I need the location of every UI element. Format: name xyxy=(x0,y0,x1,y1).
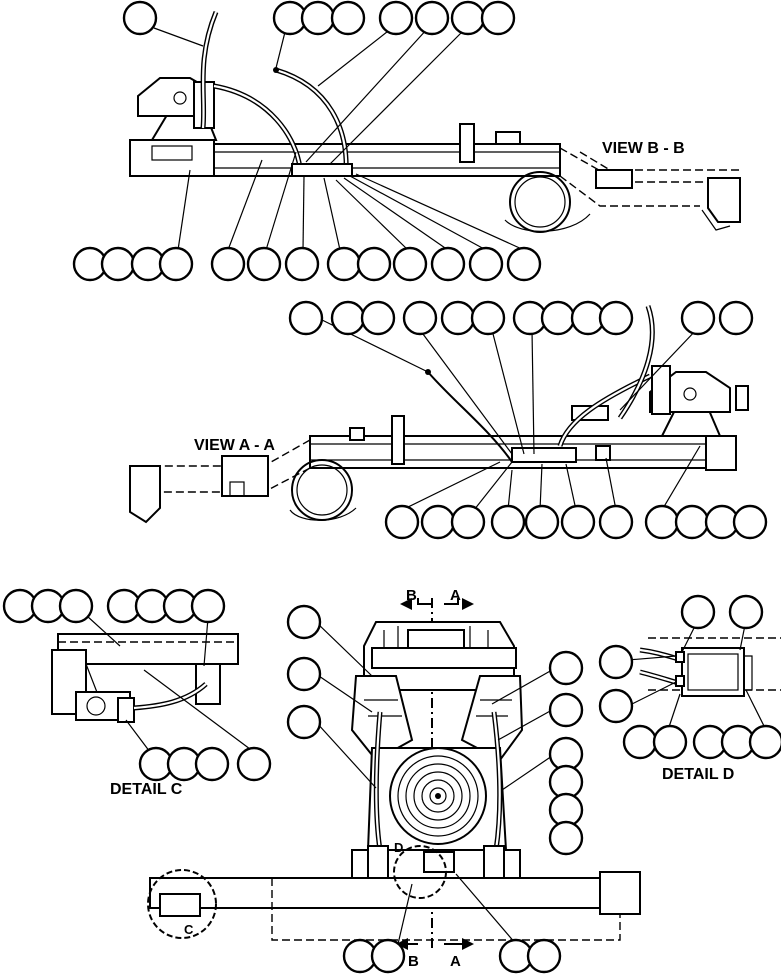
callout-bubble xyxy=(440,300,476,336)
detail-d-reference: D xyxy=(394,840,403,855)
callout-bubble xyxy=(190,588,226,624)
detail-c-callouts xyxy=(2,588,272,782)
callout-bubble xyxy=(680,594,716,630)
callout-bubble xyxy=(236,746,272,782)
view-a-a-frame xyxy=(129,305,749,524)
callout-bubble xyxy=(548,692,584,728)
callout-bubble xyxy=(548,650,584,686)
callout-bubble xyxy=(430,246,466,282)
callout-bubble xyxy=(384,504,420,540)
callout-bubble xyxy=(468,246,504,282)
callout-bubble xyxy=(598,300,634,336)
callout-bubble xyxy=(246,246,282,282)
callout-bubble xyxy=(674,504,710,540)
section-marker-a-bottom: A xyxy=(450,953,461,970)
section-marker-b-bottom: B xyxy=(408,953,419,970)
view-b-b-callout-lines xyxy=(153,27,525,251)
callout-bubble xyxy=(506,246,542,282)
engine-callout-lines xyxy=(315,621,553,945)
engine-assembly-drawing xyxy=(147,598,641,950)
callout-bubble xyxy=(470,300,506,336)
callout-bubble xyxy=(378,0,414,36)
callout-bubble xyxy=(490,504,526,540)
callout-bubble xyxy=(100,246,136,282)
view-a-a-callouts xyxy=(288,300,768,540)
view-a-a-callout-lines xyxy=(317,317,701,511)
detail-d-callout-lines xyxy=(627,619,767,731)
callout-bubble xyxy=(718,300,754,336)
section-marker-a-top: A xyxy=(450,587,461,604)
callout-bubble xyxy=(680,300,716,336)
callout-bubble xyxy=(194,746,230,782)
callout-bubble xyxy=(748,724,781,760)
callout-bubble xyxy=(598,688,634,724)
callout-bubble xyxy=(370,938,406,974)
callout-bubble xyxy=(644,504,680,540)
callout-bubble xyxy=(598,504,634,540)
callout-bubble xyxy=(122,0,158,36)
callout-bubble xyxy=(286,604,322,640)
callout-bubble xyxy=(728,594,764,630)
detail-c-drawing xyxy=(51,633,239,723)
view-b-b-frame xyxy=(129,11,741,233)
callout-bubble xyxy=(330,0,366,36)
detail-d-callouts xyxy=(598,594,781,760)
callout-bubble xyxy=(560,504,596,540)
callout-bubble xyxy=(548,820,584,856)
callout-bubble xyxy=(732,504,768,540)
view-a-a-title: VIEW A - A xyxy=(194,437,275,454)
callout-bubble xyxy=(540,300,576,336)
detail-c-callout-lines xyxy=(75,605,255,753)
callout-bubble xyxy=(414,0,450,36)
callout-bubble xyxy=(286,704,322,740)
callout-bubble xyxy=(356,246,392,282)
callout-bubble xyxy=(300,0,336,36)
callout-bubble xyxy=(286,656,322,692)
callout-bubble xyxy=(284,246,320,282)
callout-bubble xyxy=(210,246,246,282)
callout-bubble xyxy=(288,300,324,336)
callout-bubble xyxy=(392,246,428,282)
callout-bubble xyxy=(58,588,94,624)
callout-bubble xyxy=(598,644,634,680)
callout-bubble xyxy=(402,300,438,336)
callout-bubble xyxy=(450,0,486,36)
callout-bubble xyxy=(158,246,194,282)
detail-c-title: DETAIL C xyxy=(110,781,183,798)
callout-bubble xyxy=(330,300,366,336)
detail-d-title: DETAIL D xyxy=(662,766,734,783)
callout-bubble xyxy=(420,504,456,540)
detail-d-drawing xyxy=(639,637,781,697)
section-marker-b-top: B xyxy=(406,587,417,604)
callout-bubble xyxy=(622,724,658,760)
view-b-b-title: VIEW B - B xyxy=(602,140,685,157)
view-b-b-callouts xyxy=(72,0,542,282)
engine-callouts xyxy=(286,604,584,974)
detail-c-reference: C xyxy=(184,922,194,937)
callout-bubble xyxy=(652,724,688,760)
callout-bubble xyxy=(480,0,516,36)
callout-bubble xyxy=(450,504,486,540)
callout-bubble xyxy=(360,300,396,336)
callout-bubble xyxy=(526,938,562,974)
callout-bubble xyxy=(524,504,560,540)
callout-bubble xyxy=(326,246,362,282)
